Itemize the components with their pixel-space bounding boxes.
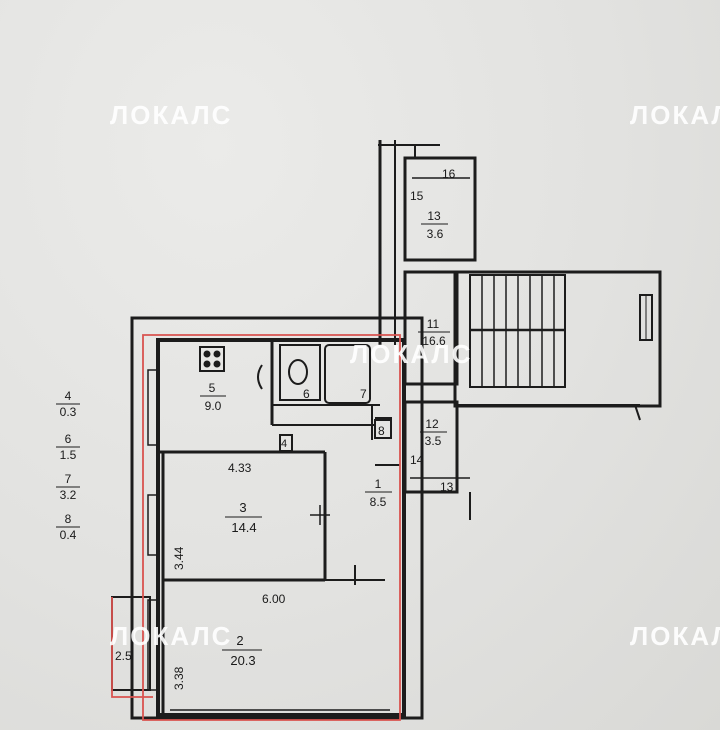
label-13-bottom: 13 bbox=[440, 480, 454, 494]
small-labels: 4 6 7 8 13 14 15 16 bbox=[281, 167, 456, 494]
svg-text:4: 4 bbox=[65, 389, 72, 403]
common-rooms bbox=[378, 140, 641, 520]
label-14: 14 bbox=[410, 453, 424, 467]
label-7: 7 bbox=[360, 387, 367, 401]
dimension-labels: 4.33 3.44 6.00 3.38 2.5 bbox=[115, 461, 286, 690]
dim-6-00: 6.00 bbox=[262, 592, 286, 606]
legend-item-7: 7 3.2 bbox=[56, 472, 80, 502]
label-8: 8 bbox=[378, 424, 385, 438]
stairwell bbox=[453, 270, 662, 408]
watermark-center: ЛОКАЛС bbox=[350, 339, 472, 369]
room-2-area: 20.3 bbox=[230, 653, 255, 668]
watermark-top-right: ЛОКАЛС bbox=[630, 100, 720, 130]
svg-text:6: 6 bbox=[65, 432, 72, 446]
room-13-number: 13 bbox=[427, 209, 441, 223]
dim-2-5: 2.5 bbox=[115, 649, 132, 663]
label-4: 4 bbox=[281, 438, 287, 450]
legend-item-8: 8 0.4 bbox=[56, 512, 80, 542]
room-5-area: 9.0 bbox=[205, 399, 222, 413]
room-12-area: 3.5 bbox=[425, 434, 442, 448]
room-3-number: 3 bbox=[239, 500, 246, 515]
room-11-area: 16.6 bbox=[422, 334, 446, 348]
room-5-number: 5 bbox=[209, 381, 216, 395]
watermark-bottom-right: ЛОКАЛС bbox=[630, 621, 720, 651]
room-13-area: 3.6 bbox=[427, 227, 444, 241]
room-11-number: 11 bbox=[427, 317, 440, 331]
room-2-label: 2 20.3 bbox=[222, 633, 262, 668]
room-12-number: 12 bbox=[425, 417, 439, 431]
watermark-bottom-left: ЛОКАЛС bbox=[110, 621, 232, 651]
room-13-label: 13 3.6 bbox=[421, 209, 448, 241]
svg-text:0.3: 0.3 bbox=[60, 405, 77, 419]
apartment-walls bbox=[111, 316, 424, 720]
label-6: 6 bbox=[303, 387, 310, 401]
room-12-label: 12 3.5 bbox=[420, 417, 447, 448]
dim-3-38: 3.38 bbox=[172, 666, 186, 690]
legend-item-6: 6 1.5 bbox=[56, 432, 80, 462]
watermark-top-left: ЛОКАЛС bbox=[110, 100, 232, 130]
svg-text:3.2: 3.2 bbox=[60, 488, 77, 502]
room-2-number: 2 bbox=[236, 633, 243, 648]
room-labels: 5 9.0 1 8.5 3 14.4 2 20.3 11 16.6 12 3.5 bbox=[200, 209, 450, 668]
label-16: 16 bbox=[442, 167, 456, 181]
room-11-label: 11 16.6 bbox=[418, 317, 450, 348]
dim-4-33: 4.33 bbox=[228, 461, 252, 475]
legend-item-4: 4 0.3 bbox=[56, 389, 80, 419]
dim-3-44: 3.44 bbox=[172, 546, 186, 570]
room-5-label: 5 9.0 bbox=[200, 381, 226, 413]
room-1-area: 8.5 bbox=[370, 495, 387, 509]
area-legend: 4 0.3 6 1.5 7 3.2 8 0.4 bbox=[56, 389, 80, 542]
svg-text:8: 8 bbox=[65, 512, 72, 526]
watermarks: ЛОКАЛС ЛОКАЛС ЛОКАЛС ЛОКАЛС ЛОКАЛС bbox=[110, 100, 720, 651]
apartment-outline bbox=[142, 334, 401, 721]
room-3-area: 14.4 bbox=[231, 520, 256, 535]
svg-text:0.4: 0.4 bbox=[60, 528, 77, 542]
room-3-label: 3 14.4 bbox=[225, 500, 262, 535]
room-1-number: 1 bbox=[375, 477, 382, 491]
svg-text:7: 7 bbox=[65, 472, 72, 486]
svg-text:1.5: 1.5 bbox=[60, 448, 77, 462]
label-15: 15 bbox=[410, 189, 424, 203]
room-1-label: 1 8.5 bbox=[365, 477, 392, 509]
